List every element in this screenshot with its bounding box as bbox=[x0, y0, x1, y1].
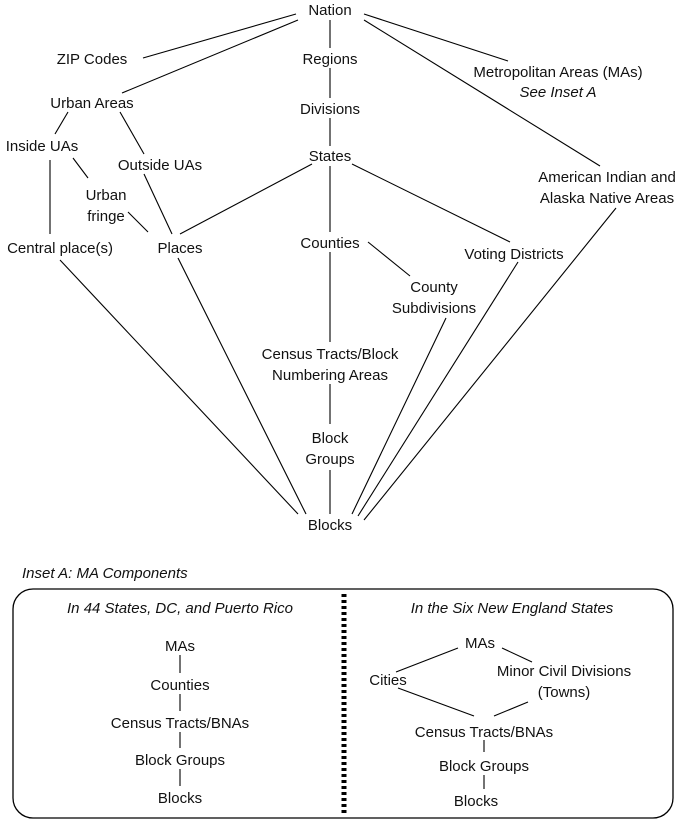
node-places: Places bbox=[157, 240, 202, 257]
node-urban-fringe-line1: Urban bbox=[86, 187, 127, 204]
inset-left-tracts: Census Tracts/BNAs bbox=[111, 715, 249, 732]
edge-places-blocks bbox=[177, 257, 307, 515]
node-aian-line2: Alaska Native Areas bbox=[540, 190, 674, 207]
node-zip-codes: ZIP Codes bbox=[57, 51, 128, 68]
node-block-groups-line1: Block bbox=[312, 430, 349, 447]
node-county-subdivisions-line2: Subdivisions bbox=[392, 300, 476, 317]
edge-outside-places bbox=[143, 173, 173, 235]
edge-cousub-blocks bbox=[351, 317, 447, 515]
inset-right-blocks: Blocks bbox=[454, 793, 498, 810]
node-nation: Nation bbox=[308, 2, 351, 19]
inset-frame bbox=[12, 588, 674, 819]
node-ma-line1: Metropolitan Areas (MAs) bbox=[473, 64, 642, 81]
edge-states-voting bbox=[351, 163, 511, 243]
inset-right-heading: In the Six New England States bbox=[411, 600, 614, 617]
inset-right-mas: MAs bbox=[465, 635, 495, 652]
edge-nation-zip bbox=[142, 13, 297, 59]
edge-nation-urban-areas bbox=[121, 19, 299, 94]
node-block-groups-line2: Groups bbox=[305, 451, 354, 468]
inset-right-mcd-line1: Minor Civil Divisions bbox=[497, 663, 631, 680]
inset-right-tracts: Census Tracts/BNAs bbox=[415, 724, 553, 741]
inset-left-counties: Counties bbox=[150, 677, 209, 694]
edge-fringe-places bbox=[127, 211, 149, 233]
edge-right-cities-tracts bbox=[397, 687, 475, 717]
node-central-places: Central place(s) bbox=[7, 240, 113, 257]
inset-left: In 44 States, DC, and Puerto Rico MAs Co… bbox=[67, 600, 293, 807]
node-outside-uas: Outside UAs bbox=[118, 157, 202, 174]
node-voting-districts: Voting Districts bbox=[464, 246, 563, 263]
edge-states-places bbox=[179, 163, 313, 235]
node-ma-line2: See Inset A bbox=[520, 84, 597, 101]
node-tracts-line2: Numbering Areas bbox=[272, 367, 388, 384]
node-aian-line1: American Indian and bbox=[538, 169, 676, 186]
edge-right-mas-mcd bbox=[501, 647, 533, 663]
node-blocks: Blocks bbox=[308, 517, 352, 534]
edge-counties-cousub bbox=[367, 241, 411, 277]
inset-right-cities: Cities bbox=[369, 672, 407, 689]
edge-right-mcd-tracts bbox=[493, 701, 529, 717]
edge-right-mas-cities bbox=[395, 647, 459, 673]
main-edges bbox=[49, 13, 617, 521]
inset-right-mcd-line2: (Towns) bbox=[538, 684, 591, 701]
edge-voting-blocks bbox=[357, 261, 519, 517]
edge-central-blocks bbox=[59, 259, 299, 515]
node-urban-fringe-line2: fringe bbox=[87, 208, 125, 225]
inset-left-mas: MAs bbox=[165, 638, 195, 655]
edge-urban-outside bbox=[119, 111, 145, 155]
node-counties: Counties bbox=[300, 235, 359, 252]
inset-left-heading: In 44 States, DC, and Puerto Rico bbox=[67, 600, 293, 617]
edge-urban-inside bbox=[54, 111, 69, 135]
edge-nation-aian bbox=[363, 19, 601, 167]
edge-aian-blocks bbox=[363, 207, 617, 521]
node-regions: Regions bbox=[302, 51, 357, 68]
inset-left-blocks: Blocks bbox=[158, 790, 202, 807]
inset-right-block-groups: Block Groups bbox=[439, 758, 529, 775]
inset-right: In the Six New England States MAs Cities… bbox=[369, 600, 631, 810]
node-states: States bbox=[309, 148, 352, 165]
node-tracts-line1: Census Tracts/Block bbox=[262, 346, 399, 363]
main-nodes: Nation ZIP Codes Regions Metropolitan Ar… bbox=[6, 2, 676, 534]
node-urban-areas: Urban Areas bbox=[50, 95, 133, 112]
inset-title: Inset A: MA Components bbox=[22, 565, 188, 582]
node-county-subdivisions-line1: County bbox=[410, 279, 458, 296]
node-inside-uas: Inside UAs bbox=[6, 138, 79, 155]
edge-nation-ma bbox=[363, 13, 509, 62]
edge-inside-fringe bbox=[72, 157, 89, 179]
node-divisions: Divisions bbox=[300, 101, 360, 118]
inset-left-block-groups: Block Groups bbox=[135, 752, 225, 769]
